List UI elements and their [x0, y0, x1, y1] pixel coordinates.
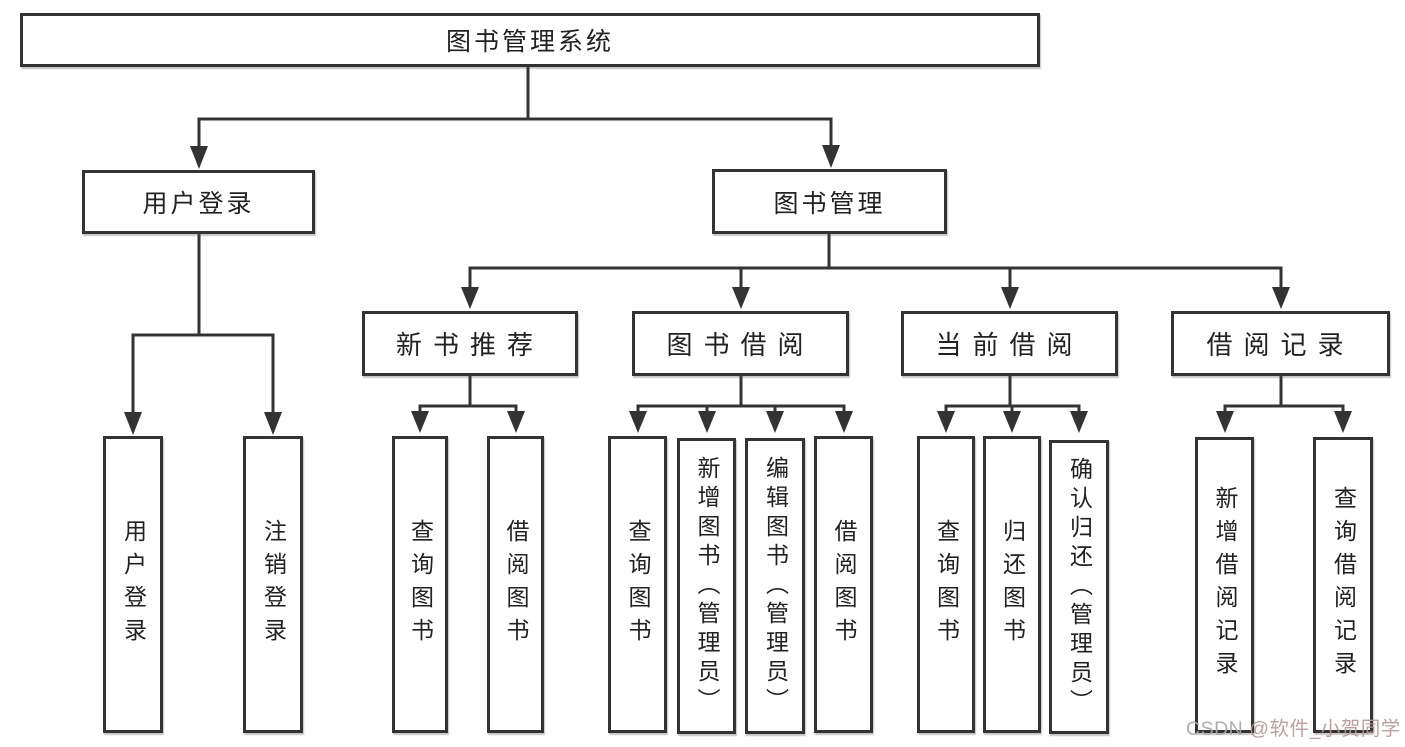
node-root: 图书管理系统: [20, 13, 1040, 67]
leaf-newbook-query: 查询图书: [392, 436, 448, 733]
node-user-login: 用户登录: [82, 170, 315, 234]
leaf-current-confirm-admin: 确认归还（管理员）: [1049, 440, 1109, 734]
leaf-user-login: 用户登录: [103, 436, 163, 733]
leaf-record-add: 新增借阅记录: [1195, 437, 1254, 733]
node-borrow-records: 借阅记录: [1171, 311, 1390, 376]
leaf-borrow-borrow: 借阅图书: [814, 436, 873, 733]
node-book-borrowing: 图书借阅: [632, 311, 849, 376]
leaf-borrow-query: 查询图书: [608, 436, 667, 733]
leaf-newbook-borrow: 借阅图书: [487, 436, 544, 733]
leaf-record-query: 查询借阅记录: [1313, 437, 1373, 733]
node-current-borrowing: 当前借阅: [901, 311, 1118, 376]
leaf-current-return: 归还图书: [983, 436, 1041, 733]
watermark: CSDN @软件_小贺同学: [1186, 712, 1401, 741]
watermark-handle: @软件_小贺同学: [1249, 718, 1401, 740]
leaf-current-query: 查询图书: [917, 436, 975, 733]
leaf-borrow-edit-admin: 编辑图书（管理员）: [745, 438, 805, 734]
node-new-book-recommend: 新书推荐: [362, 311, 578, 376]
node-book-management: 图书管理: [712, 169, 947, 234]
watermark-prefix: CSDN: [1186, 718, 1250, 740]
connector-line: [131, 67, 1345, 413]
connector-arrowheads: [124, 145, 1352, 435]
leaf-logout: 注销登录: [243, 436, 303, 733]
leaf-borrow-add-admin: 新增图书（管理员）: [677, 438, 736, 734]
